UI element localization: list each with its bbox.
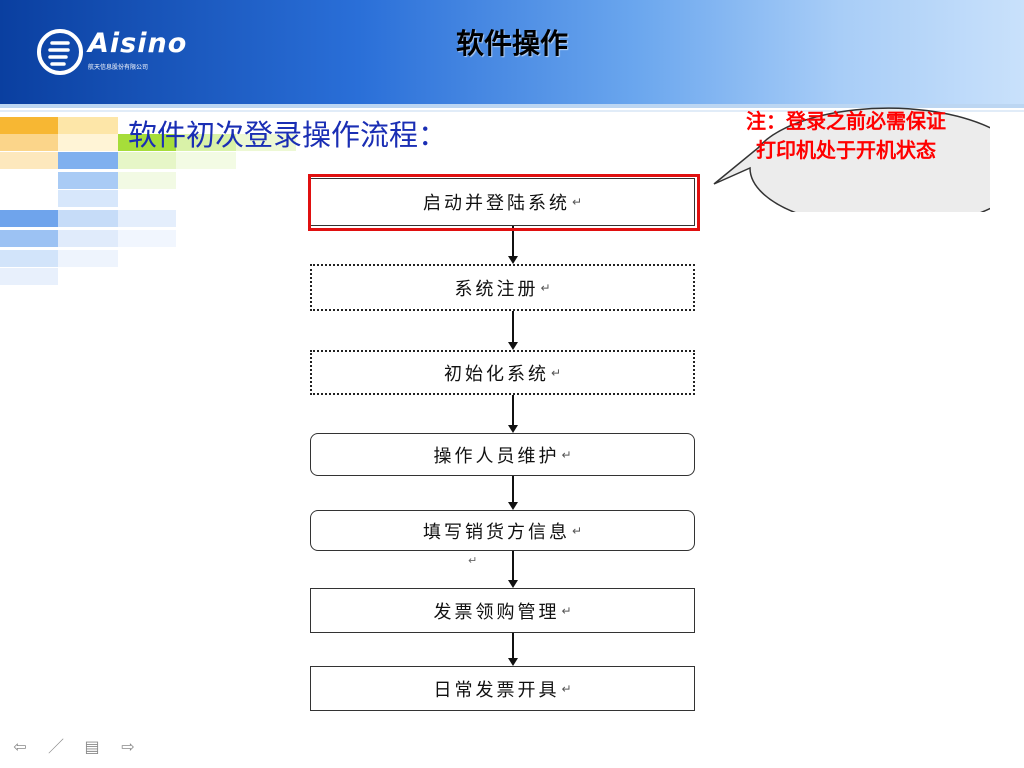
flow-arrow-head: [508, 580, 518, 588]
flow-step-label: 日常发票开具: [433, 679, 560, 701]
return-mark: ↵: [468, 554, 478, 567]
flow-step-5: 填写销货方信息↵: [310, 510, 695, 551]
flow-step-label: 初始化系统: [443, 363, 549, 385]
return-mark: ↵: [561, 603, 572, 618]
flow-step-4: 操作人员维护↵: [310, 433, 695, 476]
return-mark: ↵: [561, 681, 572, 696]
flow-arrow-head: [508, 342, 518, 350]
aisino-logo: Aisino 航天信息股份有限公司: [36, 28, 196, 78]
logo-wordmark: Aisino: [88, 28, 188, 59]
slide-header: [0, 0, 1024, 104]
flow-step-label: 操作人员维护: [433, 445, 560, 467]
highlight-frame: [308, 174, 700, 231]
flow-step-3: 初始化系统↵: [310, 350, 695, 395]
return-mark: ↵: [550, 365, 562, 380]
flow-subtitle: 软件初次登录操作流程：: [128, 118, 448, 152]
flow-arrows: [508, 226, 518, 666]
return-mark: ↵: [571, 523, 583, 538]
flow-step-label: 发票领购管理: [433, 601, 560, 623]
speech-bubble-callout: [713, 107, 990, 212]
return-mark: ↵: [571, 195, 583, 209]
flow-step-label: 填写销货方信息: [422, 521, 570, 543]
aisino-emblem-icon: [37, 29, 83, 75]
decorative-squares: [0, 117, 296, 285]
flow-step-label: 启动并登陆系统: [422, 193, 570, 214]
slide-title: 软件操作: [455, 27, 568, 60]
flow-step-2: 系统注册↵: [310, 264, 695, 311]
flow-arrow-head: [508, 502, 518, 510]
flowchart: 启动并登陆系统↵系统注册↵初始化系统↵操作人员维护↵填写销货方信息↵发票领购管理…: [300, 170, 702, 720]
flow-step-1: 启动并登陆系统↵: [310, 178, 695, 226]
flow-arrow-head: [508, 658, 518, 666]
logo-subtitle: 航天信息股份有限公司: [88, 64, 149, 71]
flow-step-6: 发票领购管理↵: [310, 588, 695, 633]
header-divider-thin: [0, 110, 1024, 112]
pen-icon[interactable]: ／: [47, 737, 64, 756]
flow-arrow-head: [508, 425, 518, 433]
callout-text: 注：登录之前必需保证打印机处于开机状态: [746, 109, 946, 162]
return-mark: ↵: [540, 280, 551, 295]
prev-arrow-icon[interactable]: ⇦: [13, 737, 27, 756]
flow-arrow-head: [508, 256, 518, 264]
return-mark: ↵: [561, 447, 572, 462]
next-arrow-icon[interactable]: ⇨: [121, 737, 135, 756]
menu-icon[interactable]: ▤: [84, 737, 100, 756]
header-divider: [0, 104, 1024, 108]
flow-step-7: 日常发票开具↵: [310, 666, 695, 711]
flow-step-label: 系统注册: [454, 278, 539, 300]
slide-nav: ⇦ ／ ▤ ⇨: [10, 738, 138, 756]
